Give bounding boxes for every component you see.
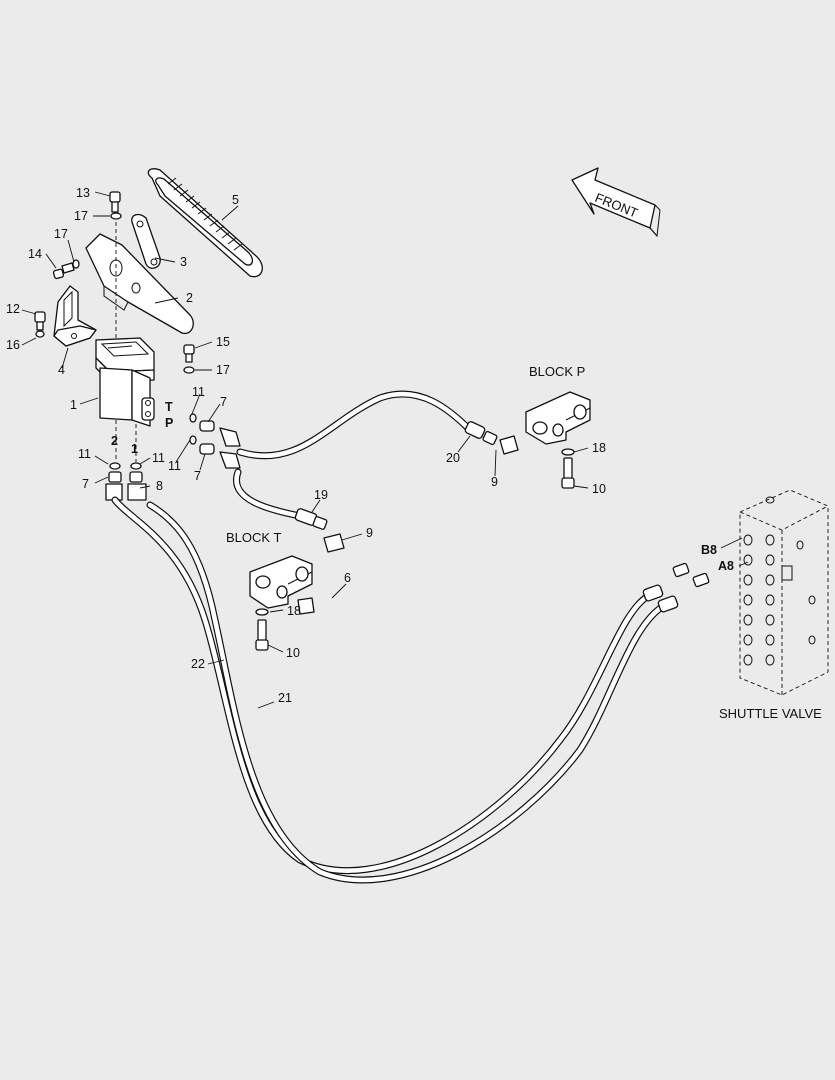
callout-7-t: 7 xyxy=(220,395,227,409)
callout-18-p: 18 xyxy=(592,441,606,455)
mounting-bracket xyxy=(53,285,97,347)
callout-16: 16 xyxy=(6,338,20,352)
pedal-valve-body xyxy=(95,337,155,462)
hose-19 xyxy=(233,468,328,530)
callout-4: 4 xyxy=(58,363,65,377)
callout-11-port2: 11 xyxy=(78,447,91,461)
port-labels: T P 2 1 B8 A8 xyxy=(111,400,734,573)
callout-5: 5 xyxy=(232,193,239,207)
callout-10-t: 10 xyxy=(286,646,300,660)
callout-17-lower: 17 xyxy=(216,363,230,377)
link-plate xyxy=(131,213,161,269)
callout-7-port2: 7 xyxy=(82,477,89,491)
callout-17-mid: 17 xyxy=(54,227,68,241)
port-p-label: P xyxy=(165,416,173,430)
component-titles: BLOCK P BLOCK T SHUTTLE VALVE xyxy=(226,364,822,721)
block-t-title: BLOCK T xyxy=(226,530,281,545)
fastener-set xyxy=(34,191,195,374)
callout-6: 6 xyxy=(344,571,351,585)
callout-11-t: 11 xyxy=(192,385,205,399)
callout-9-p: 9 xyxy=(491,475,498,489)
callout-22: 22 xyxy=(191,657,205,671)
port-b8-label: B8 xyxy=(701,543,717,557)
shuttle-valve xyxy=(739,489,829,696)
callout-11-port1: 11 xyxy=(152,451,165,465)
shuttle-valve-title: SHUTTLE VALVE xyxy=(719,706,822,721)
callout-20: 20 xyxy=(446,451,460,465)
callout-labels: 13 17 5 17 3 14 2 12 16 4 15 17 1 11 7 1… xyxy=(6,186,606,705)
block-t xyxy=(249,533,345,651)
hose-21-22 xyxy=(111,496,710,884)
pedal-lever xyxy=(85,222,194,340)
callout-13: 13 xyxy=(76,186,90,200)
hose-20 xyxy=(236,390,498,460)
callout-7-p: 7 xyxy=(194,469,201,483)
callout-17-top: 17 xyxy=(74,209,88,223)
callout-8: 8 xyxy=(156,479,163,493)
port-t-label: T xyxy=(165,400,173,414)
front-direction-arrow: FRONT xyxy=(571,167,661,238)
port-1-label: 1 xyxy=(131,442,138,456)
callout-1: 1 xyxy=(70,398,77,412)
callout-15: 15 xyxy=(216,335,230,349)
pedal-pad xyxy=(147,168,263,278)
callout-2: 2 xyxy=(186,291,193,305)
callout-14: 14 xyxy=(28,247,42,261)
block-p-title: BLOCK P xyxy=(529,364,585,379)
callout-21: 21 xyxy=(278,691,292,705)
callout-12: 12 xyxy=(6,302,20,316)
block-p xyxy=(499,391,591,489)
callout-10-p: 10 xyxy=(592,482,606,496)
port-a8-label: A8 xyxy=(718,559,734,573)
callout-18-t: 18 xyxy=(287,604,301,618)
callout-9-t: 9 xyxy=(366,526,373,540)
callout-3: 3 xyxy=(180,255,187,269)
callout-11-p: 11 xyxy=(168,459,181,473)
leader-lines xyxy=(21,191,749,709)
port-2-label: 2 xyxy=(111,434,118,448)
callout-19: 19 xyxy=(314,488,328,502)
